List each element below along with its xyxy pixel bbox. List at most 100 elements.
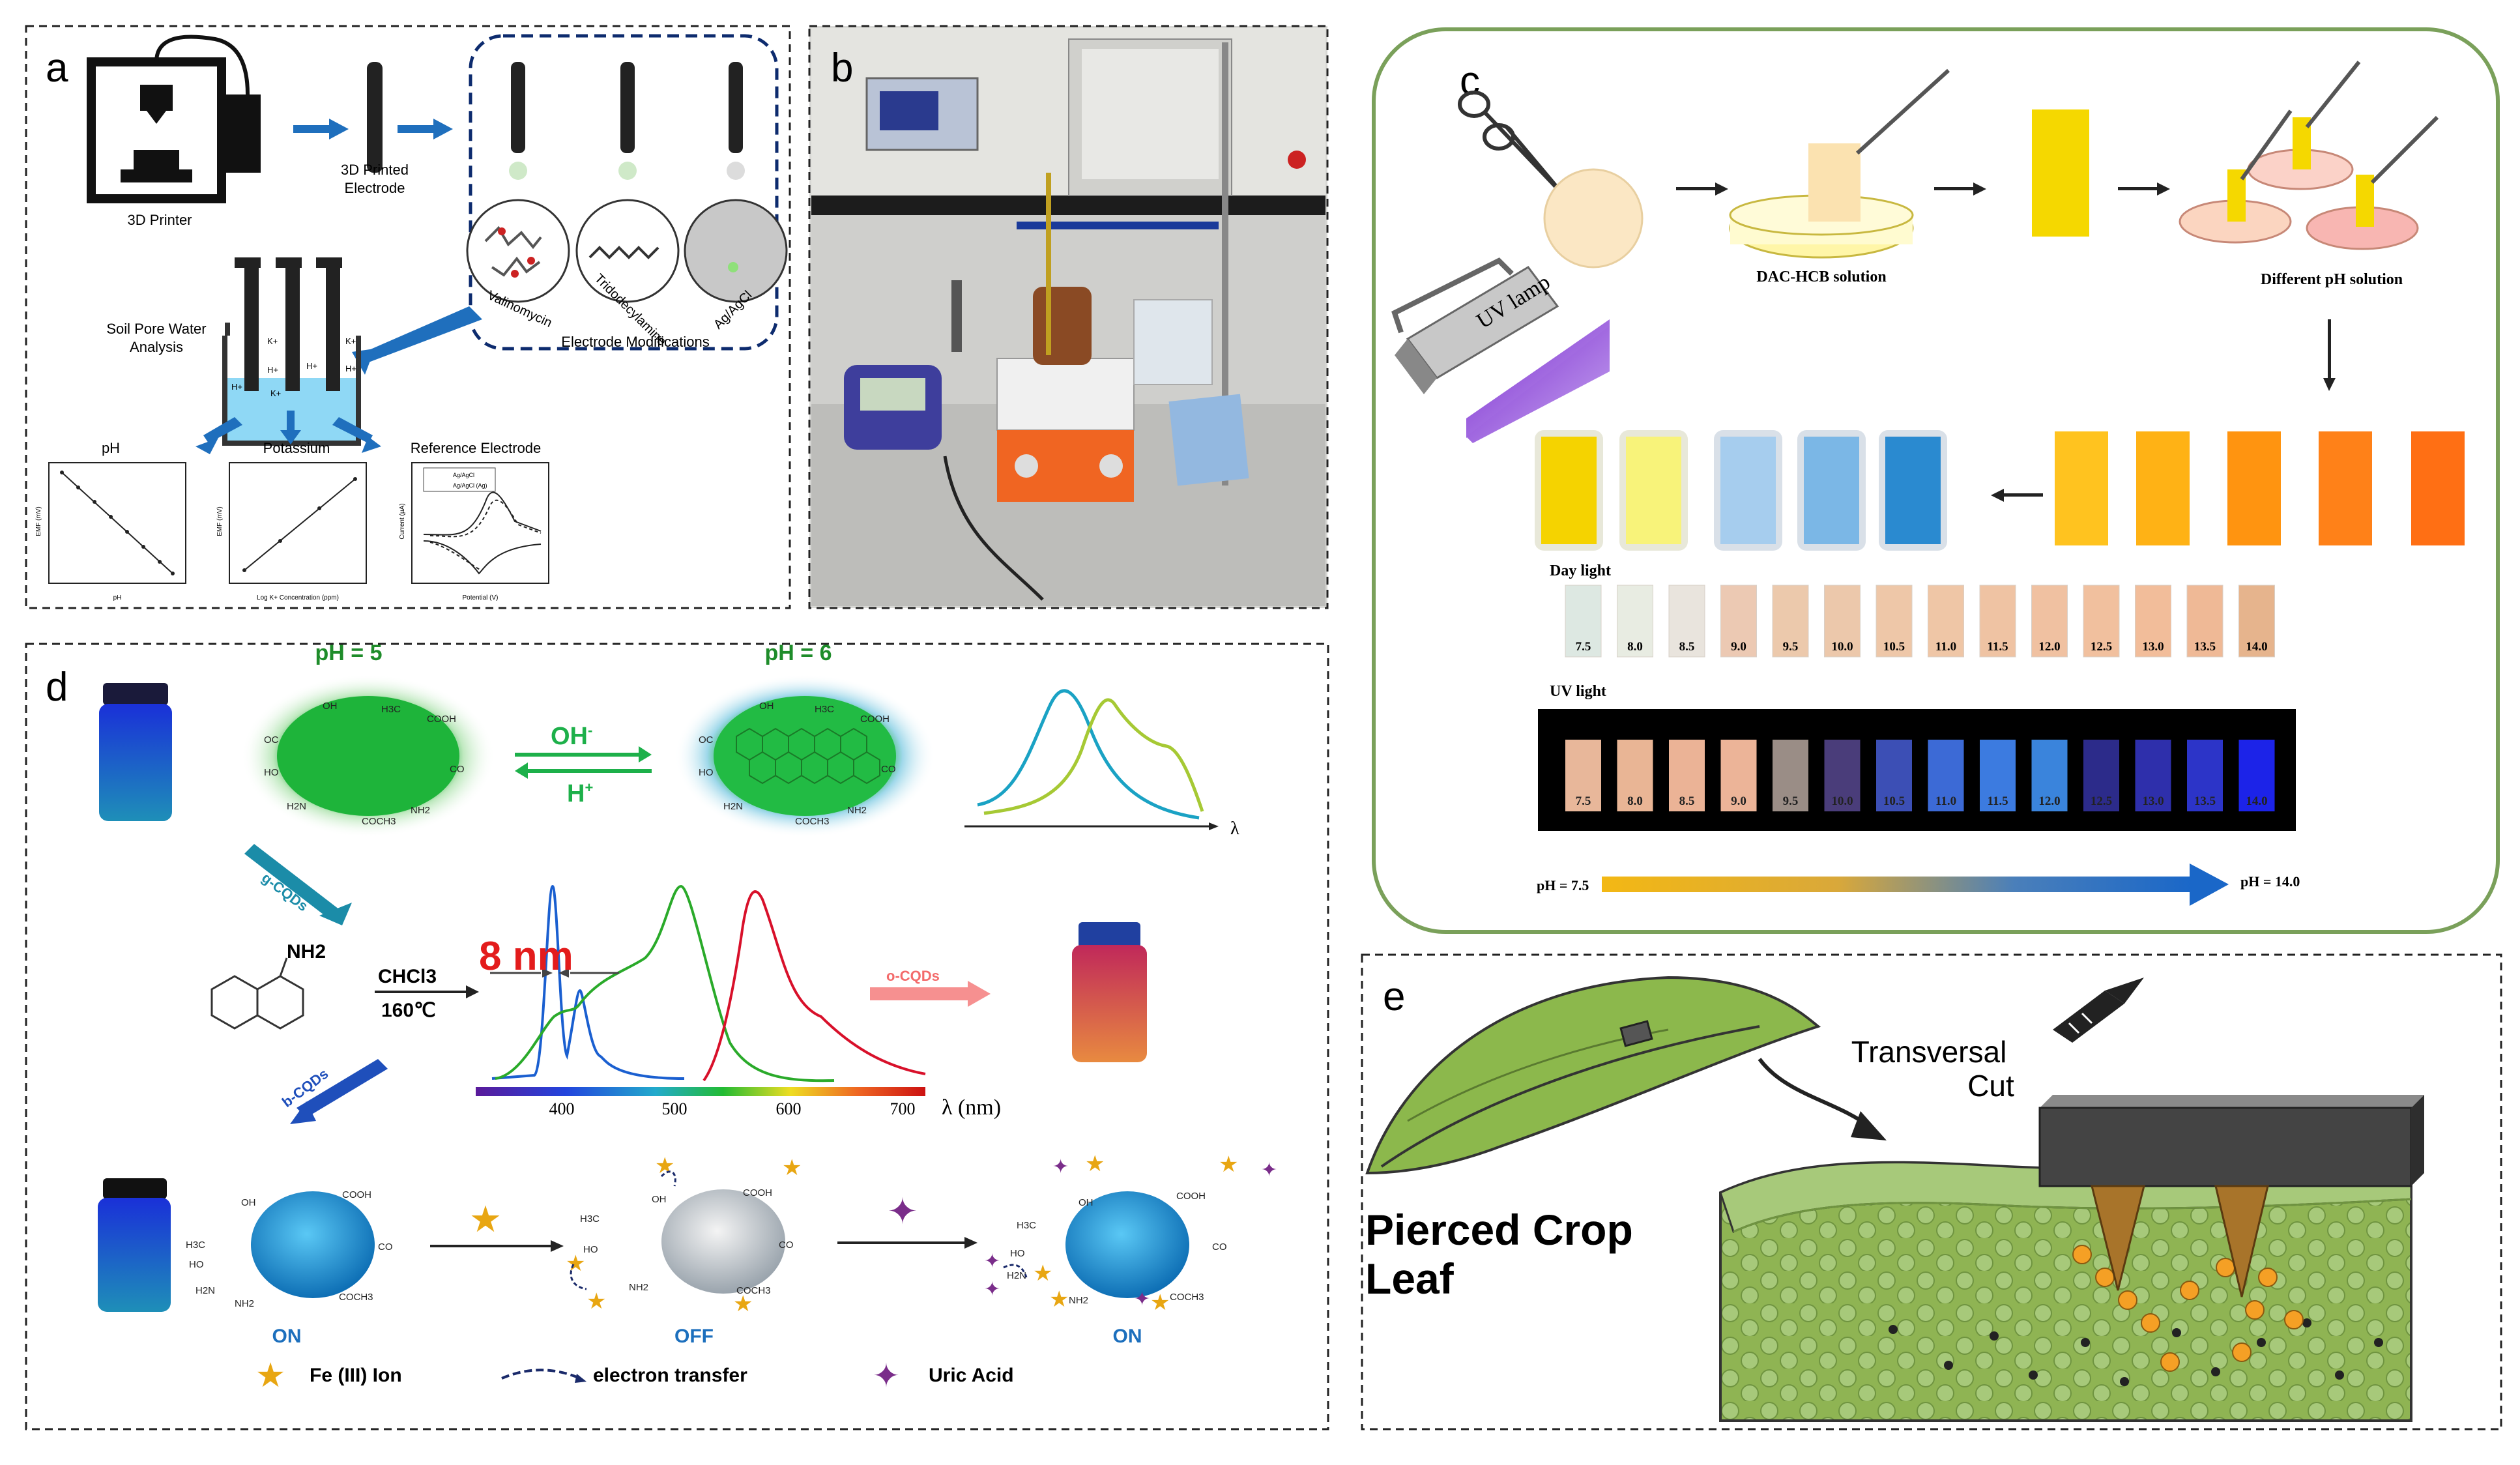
panel-b-label: b [831, 46, 853, 91]
tick-500: 500 [662, 1099, 688, 1118]
uv-swatch [2187, 740, 2223, 811]
oh-label: OH- [551, 722, 592, 750]
panel-c-arrows-top [1676, 182, 2336, 502]
uv-swatch [2031, 740, 2068, 811]
day-swatch-label: 8.0 [1627, 640, 1643, 654]
groups-right: OH H3C COOH OC CO HO H2N NH2 COCH3 [699, 701, 896, 827]
day-swatch-label: 9.5 [1783, 640, 1799, 654]
day-swatch-label: 7.5 [1576, 640, 1591, 654]
scissors-icon [1458, 91, 1566, 197]
gb-ho: HO [189, 1259, 204, 1270]
mod-electrodes [466, 62, 788, 303]
ph-end-label: pH = 14.0 [2240, 873, 2300, 890]
plot-ph-ylabel: EMF (mV) [35, 506, 42, 536]
svg-text:★: ★ [1150, 1290, 1170, 1315]
scalpel-icon [2053, 978, 2144, 1043]
uv-swatch [2083, 740, 2119, 811]
lambda-small: λ [1230, 819, 1239, 839]
h-label: H+ [567, 779, 593, 807]
uv-swatch-label: 14.0 [2246, 794, 2267, 808]
bcqd-off [661, 1189, 785, 1294]
nh2-label: NH2 [287, 941, 326, 963]
svg-text:★: ★ [1219, 1152, 1238, 1177]
uv-swatch [1565, 740, 1601, 811]
ion-1: K+ [267, 336, 278, 346]
ion-5: H+ [231, 382, 242, 392]
day-swatch [1928, 585, 1964, 658]
day-swatch-label: 14.0 [2246, 640, 2267, 654]
day-swatch-label: 8.5 [1679, 640, 1695, 654]
panel-e: e Transversal Cut Pierced Crop Leaf [1361, 953, 2502, 1430]
beaker-icon [222, 257, 361, 446]
fluorescence-spectrum [476, 884, 926, 1096]
gb-oh: OH [241, 1197, 256, 1208]
uv-swatch [1980, 740, 2016, 811]
sparkle-icon-arrow: ✦ [888, 1191, 918, 1232]
group-cooh-l: COOH [427, 714, 456, 725]
svg-text:★: ★ [1085, 1152, 1105, 1176]
on-label-2: ON [1113, 1326, 1142, 1347]
leaf-arrowhead [1851, 1111, 1887, 1140]
panel-c: c DAC-HCB solution [1372, 27, 2500, 934]
svg-text:✦: ✦ [1134, 1288, 1150, 1310]
gb2-ho: HO [583, 1244, 598, 1255]
vial-blue-bottom [98, 1178, 171, 1312]
panel-d: d pH = 5 pH = 6 OH H3C COOH OC CO HO H2N… [25, 641, 1329, 1430]
gb2-co: CO [779, 1240, 794, 1251]
plot-title-ph: pH [102, 440, 120, 456]
ph-start-label: pH = 7.5 [1537, 877, 1589, 893]
gb-h2n: H2N [196, 1285, 215, 1296]
group-oh-r: OH [759, 701, 774, 712]
ph-solution-label: Different pH solution [2261, 271, 2403, 288]
gb2-oh: OH [652, 1194, 667, 1205]
uv-swatch-label: 12.5 [2091, 794, 2112, 808]
gb3-cooh: COOH [1176, 1191, 1206, 1202]
axis-unit: λ (nm) [942, 1095, 1001, 1120]
mods-title: Electrode Modifications [561, 334, 709, 350]
gb3-nh2: NH2 [1069, 1295, 1088, 1306]
uv-swatch [1617, 740, 1653, 811]
svg-text:★: ★ [566, 1251, 585, 1276]
ion-3: K+ [345, 336, 356, 346]
small-spectrum [964, 689, 1219, 830]
strips-glow [1535, 430, 1947, 551]
strip-glow-2 [1626, 437, 1681, 544]
legend-sparkle-icon: ✦ [873, 1357, 900, 1394]
strip-orange-1 [2055, 431, 2108, 545]
dac-dish [1729, 68, 1950, 259]
off-label: OFF [674, 1326, 714, 1347]
uv-swatch [1669, 740, 1705, 811]
plot-k-xlabel: Log K+ Concentration (ppm) [257, 594, 339, 602]
oh-sup: - [588, 722, 592, 738]
strip-orange-3 [2227, 431, 2281, 545]
ph-dishes [2179, 61, 2439, 250]
uv-swatch [1720, 740, 1757, 811]
reaction-arrowhead [466, 985, 479, 998]
group-h2n-l: H2N [287, 801, 306, 812]
ion-2: H+ [267, 365, 278, 375]
group-co-l: CO [450, 764, 465, 775]
ref-legend-1: Ag/AgCl [453, 472, 474, 478]
temp-label: 160℃ [381, 1000, 436, 1021]
tick-700: 700 [890, 1099, 916, 1118]
svg-text:★: ★ [733, 1292, 753, 1316]
gb3-co: CO [1212, 1241, 1227, 1253]
day-swatch [2031, 585, 2068, 658]
strip-orange-2 [2136, 431, 2190, 545]
svg-text:★: ★ [1049, 1287, 1069, 1312]
uv-swatch-label: 8.0 [1627, 794, 1643, 808]
day-swatch [1617, 585, 1653, 658]
tick-400: 400 [549, 1099, 575, 1118]
panel-a-frame [25, 25, 791, 609]
group-h3c-l: H3C [381, 704, 401, 715]
ocqds-label: o-CQDs [886, 968, 940, 984]
day-swatch [2083, 585, 2120, 658]
ref-legend-2: Ag/AgCl (Ag) [453, 482, 487, 489]
day-swatch [1720, 585, 1757, 658]
day-swatch-label: 11.0 [1935, 640, 1956, 654]
leaf-cross-section [1719, 1158, 2412, 1422]
beaker-label-2: Analysis [130, 339, 183, 355]
uv-swatch-label: 12.0 [2038, 794, 2060, 808]
strip-orange-4 [2319, 431, 2372, 545]
uv-swatch-label: 10.0 [1831, 794, 1853, 808]
